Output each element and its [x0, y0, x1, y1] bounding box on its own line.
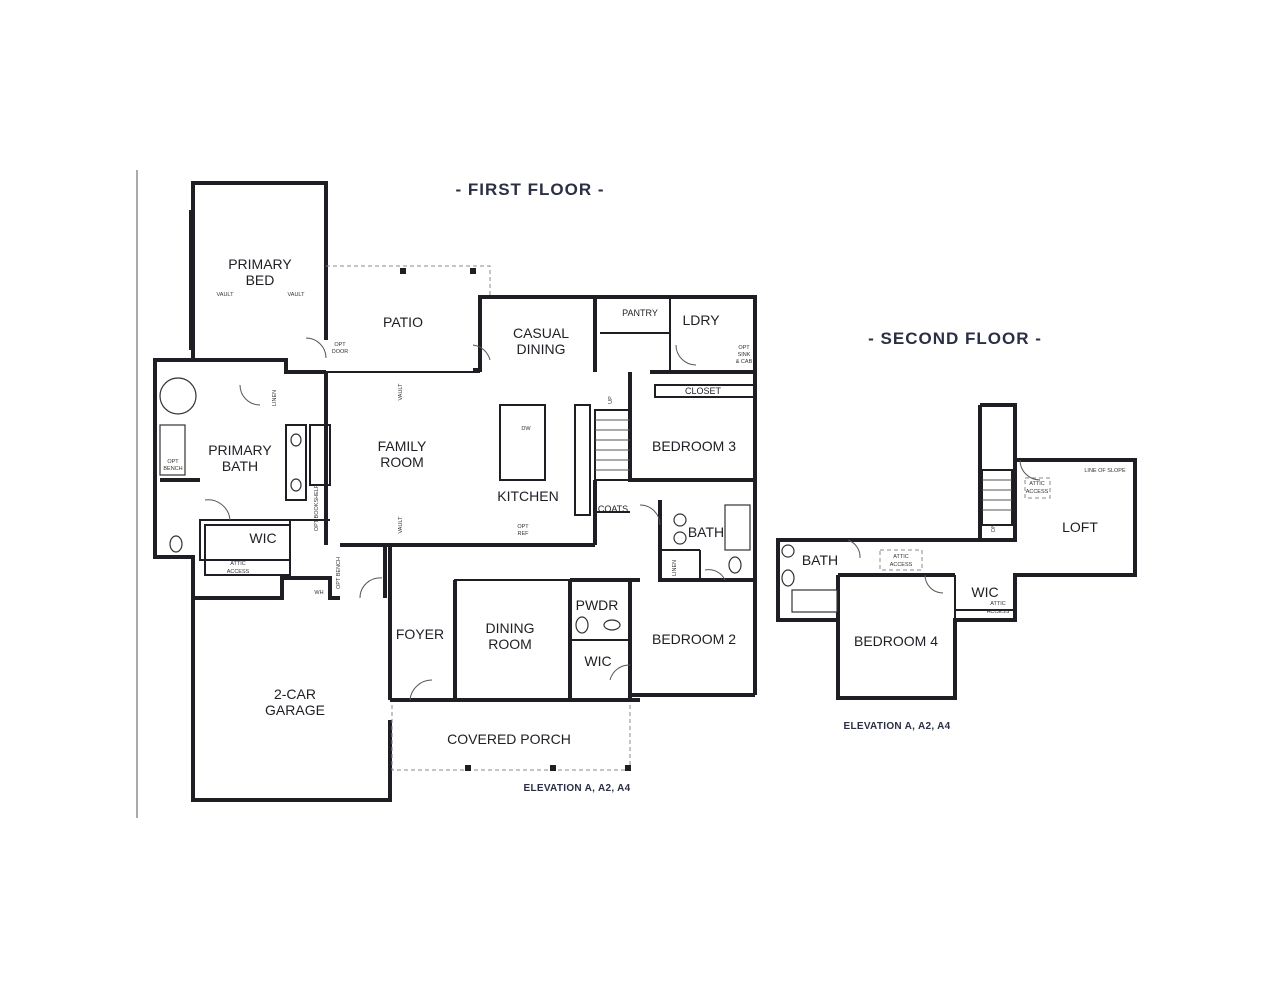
opt-ref-note: OPT: [517, 524, 529, 530]
loft-label: LOFT: [1062, 519, 1098, 535]
first-floor-elevation: ELEVATION A, A2, A4: [523, 783, 630, 794]
second-floor-walls: [776, 403, 1137, 700]
first-floor-labels: PRIMARY BED VAULT VAULT PATIO OPT DOOR C…: [163, 256, 752, 794]
up-note: UP: [608, 396, 614, 404]
casual-dining-label-2: DINING: [517, 341, 566, 357]
wic-bed2-label: WIC: [584, 653, 611, 669]
vault-family-bottom: VAULT: [398, 516, 404, 534]
dining-room-label-2: ROOM: [488, 636, 532, 652]
opt-bench-note: OPT BENCH: [336, 557, 342, 589]
opt-sink-note-2: SINK: [738, 352, 751, 358]
opt-sink-note: OPT: [738, 345, 750, 351]
kitchen-label: KITCHEN: [497, 488, 558, 504]
second-floor-elevation: ELEVATION A, A2, A4: [843, 721, 950, 732]
powder-label: PWDR: [576, 597, 619, 613]
casual-dining-label: CASUAL: [513, 325, 569, 341]
garage-label-2: GARAGE: [265, 702, 325, 718]
family-room-label-2: ROOM: [380, 454, 424, 470]
opt-bookshelf-note: OPT BOOKSHELF: [314, 484, 320, 531]
primary-bed-label: PRIMARY: [228, 256, 292, 272]
attic-access-loft-note: ATTIC: [1029, 481, 1045, 487]
opt-bench-primary-note: OPT: [167, 459, 179, 465]
family-room-label: FAMILY: [378, 438, 427, 454]
first-floor-walls: [153, 181, 757, 802]
laundry-label: LDRY: [682, 312, 720, 328]
wh-note: WH: [314, 590, 323, 596]
primary-bath-label-2: BATH: [222, 458, 258, 474]
dw-note: DW: [521, 426, 531, 432]
attic-access-note: ATTIC: [230, 561, 246, 567]
first-floor-heading: - FIRST FLOOR -: [455, 180, 604, 199]
attic-access-note-2: ACCESS: [227, 569, 250, 575]
attic-access-hall-note-2: ACCESS: [890, 562, 913, 568]
vault-family-top: VAULT: [398, 383, 404, 401]
dn-note: DN: [991, 524, 997, 532]
opt-ref-note-2: REF: [518, 531, 530, 537]
bath-label: BATH: [688, 524, 724, 540]
attic-access-wic-note: ATTIC: [990, 601, 1006, 607]
dining-room-label: DINING: [486, 620, 535, 636]
closet-label: CLOSET: [685, 386, 722, 396]
primary-bed-label-2: BED: [246, 272, 275, 288]
linen-primary-note: LINEN: [272, 390, 278, 406]
line-of-slope-note: LINE OF SLOPE: [1084, 468, 1126, 474]
patio-label: PATIO: [383, 314, 423, 330]
foyer-label: FOYER: [396, 626, 444, 642]
wic-2nd-label: WIC: [971, 584, 998, 600]
second-floor-heading: - SECOND FLOOR -: [868, 329, 1042, 348]
primary-bath-label: PRIMARY: [208, 442, 272, 458]
opt-bench-primary-note-2: BENCH: [163, 466, 182, 472]
attic-access-loft-note-2: ACCESS: [1026, 489, 1049, 495]
opt-door-note-2: DOOR: [332, 349, 349, 355]
bath-2nd-label: BATH: [802, 552, 838, 568]
opt-sink-note-3: & CAB: [736, 359, 753, 365]
linen-bath-note: LINEN: [672, 560, 678, 576]
garage-label: 2-CAR: [274, 686, 316, 702]
opt-door-note: OPT: [334, 342, 346, 348]
vault-note-left: VAULT: [217, 292, 235, 298]
second-floor-labels: LINE OF SLOPE ATTIC ACCESS DN LOFT BATH …: [802, 468, 1126, 732]
coats-label: COATS: [598, 504, 628, 514]
bedroom-4-label: BEDROOM 4: [854, 633, 938, 649]
bedroom-2-label: BEDROOM 2: [652, 631, 736, 647]
covered-porch-label: COVERED PORCH: [447, 731, 571, 747]
pantry-label: PANTRY: [622, 308, 658, 318]
wic-primary-label: WIC: [249, 530, 276, 546]
vault-note-right: VAULT: [288, 292, 306, 298]
attic-access-wic-note-2: ACCESS: [987, 609, 1010, 615]
stair: [594, 409, 631, 481]
bedroom-3-label: BEDROOM 3: [652, 438, 736, 454]
attic-access-hall-note: ATTIC: [893, 554, 909, 560]
